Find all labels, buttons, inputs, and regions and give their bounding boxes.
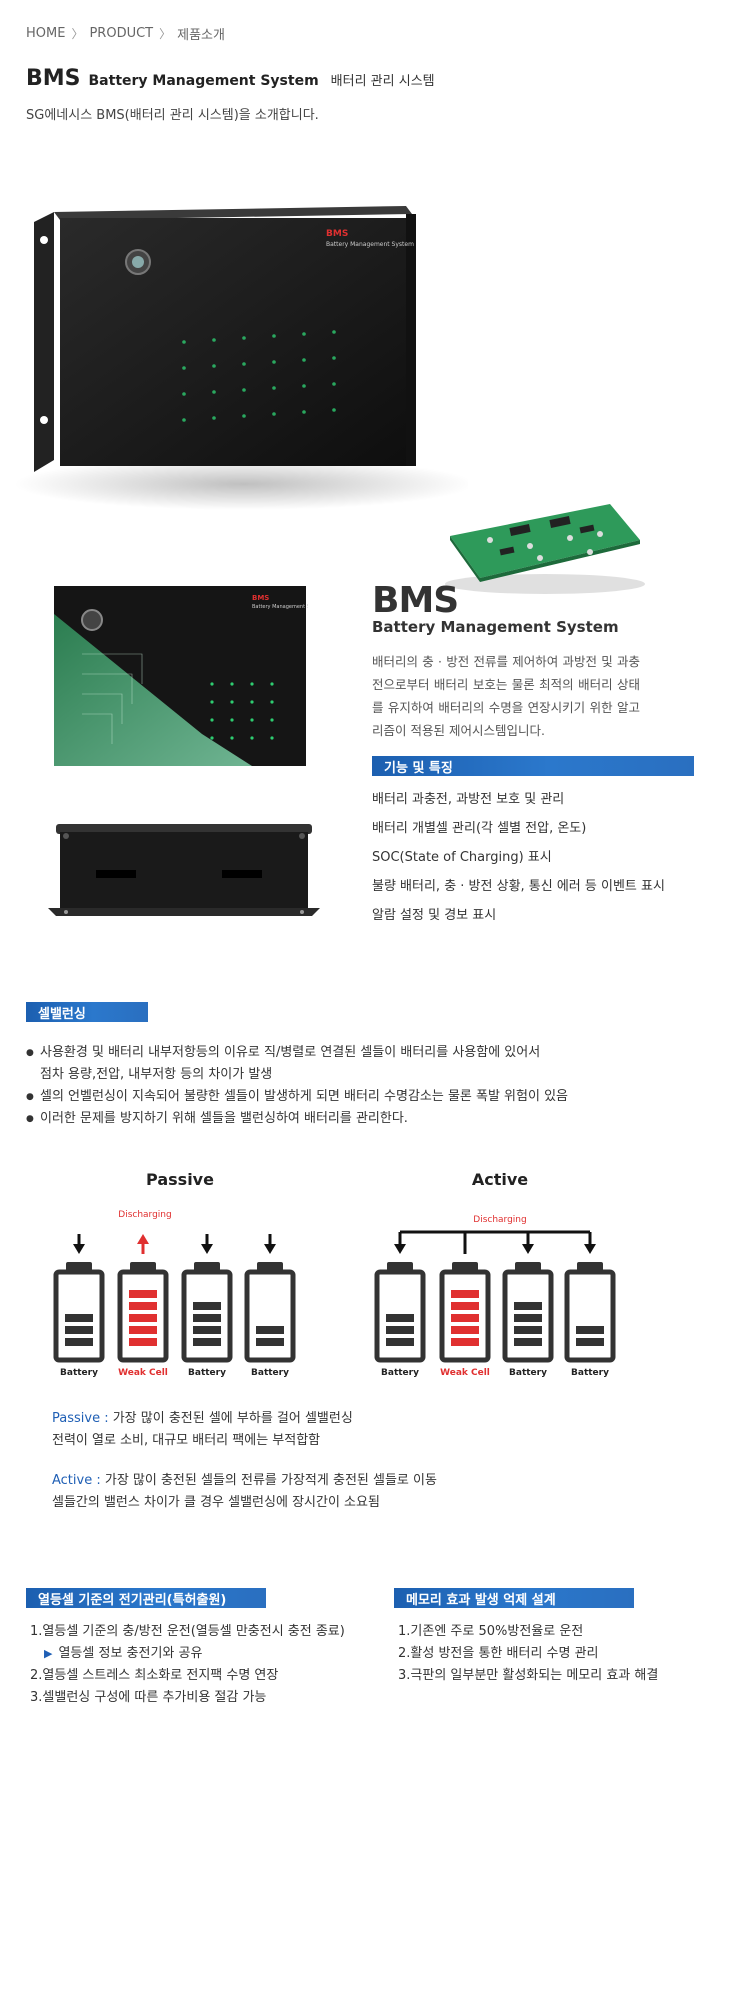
weak-cell-battery-icon bbox=[117, 1262, 169, 1363]
battery-label: Battery bbox=[188, 1368, 226, 1378]
list-item: 2.열등셀 스트레스 최소화로 전지팩 수명 연장 bbox=[30, 1668, 279, 1683]
bms-device-image: BMS Battery Management System bbox=[14, 206, 468, 510]
up-arrow-icon bbox=[137, 1234, 149, 1254]
active-note-line1: 가장 많이 충전된 셀들의 전류를 가장적게 충전된 셀들로 이동 bbox=[100, 1473, 437, 1488]
intro-description: 배터리의 충 · 방전 전류를 제어하여 과방전 및 과충전으로부터 배터리 보… bbox=[372, 654, 640, 738]
intro-subtitle: Battery Management System bbox=[372, 618, 619, 636]
page-title-abbr: BMS bbox=[26, 66, 81, 91]
battery-icon bbox=[502, 1262, 554, 1363]
balancing-notes: Passive : 가장 많이 충전된 셀에 부하를 걸어 셀밸런싱 전력이 열… bbox=[52, 1408, 437, 1514]
passive-title: Passive bbox=[146, 1170, 214, 1189]
balancing-diagram: Passive Active Discharging Discharging B… bbox=[53, 1170, 616, 1378]
list-item: 배터리 개별셀 관리(각 셀별 전압, 온도) bbox=[372, 821, 587, 836]
memory-heading: 메모리 효과 발생 억제 설계 bbox=[394, 1588, 634, 1608]
bullet-item: 셀의 언벨런싱이 지속되어 불량한 셀들이 발생하게 되면 배터리 수명감소는 … bbox=[26, 1086, 568, 1108]
page-title-en: Battery Management System bbox=[88, 73, 319, 89]
passive-note-line1: 가장 많이 충전된 셀에 부하를 걸어 셀밸런싱 bbox=[108, 1411, 353, 1426]
passive-note-line2: 전력이 열로 소비, 대규모 배터리 팩에는 부적합함 bbox=[52, 1433, 321, 1448]
breadcrumb-current: 제품소개 bbox=[177, 28, 225, 43]
thermal-list: 1.열등셀 기준의 충/방전 운전(열등셀 만충전시 충전 종료) ▶ 열등셀 정… bbox=[30, 1621, 345, 1709]
list-subitem-text: 열등셀 정보 충전기와 공유 bbox=[58, 1646, 203, 1661]
down-arrow-icon bbox=[264, 1234, 276, 1254]
down-arrow-icon bbox=[201, 1234, 213, 1254]
weak-cell-label: Weak Cell bbox=[118, 1368, 168, 1378]
bullet-item: 사용환경 및 배터리 내부저항등의 이유로 직/병렬로 연결된 셀들이 배터리를… bbox=[26, 1042, 568, 1064]
features-heading: 기능 및 특징 bbox=[372, 756, 694, 776]
battery-label: Battery bbox=[251, 1368, 289, 1378]
battery-label: Battery bbox=[509, 1368, 547, 1378]
battery-icon bbox=[181, 1262, 233, 1363]
thermal-heading: 열등셀 기준의 전기관리(특허출원) bbox=[26, 1588, 266, 1608]
list-item: 배터리 과충전, 과방전 보호 및 관리 bbox=[372, 792, 565, 807]
active-discharging-label: Discharging bbox=[473, 1215, 526, 1225]
features-list: 배터리 과충전, 과방전 보호 및 관리 배터리 개별셀 관리(각 셀별 전압,… bbox=[372, 788, 665, 933]
passive-discharging-label: Discharging bbox=[118, 1210, 171, 1220]
active-note: Active : 가장 많이 충전된 셀들의 전류를 가장적게 충전된 셀들로 … bbox=[52, 1470, 437, 1492]
page-title-ko: 배터리 관리 시스템 bbox=[330, 74, 435, 89]
device-brand: BMS bbox=[326, 229, 348, 239]
active-keyword: Active : bbox=[52, 1473, 101, 1488]
memory-list: 1.기존엔 주로 50%방전율로 운전 2.활성 방전을 통한 배터리 수명 관… bbox=[398, 1621, 658, 1687]
intro-title: BMS bbox=[372, 580, 459, 621]
page-subtitle: SG에네시스 BMS(배터리 관리 시스템)을 소개합니다. bbox=[26, 108, 319, 123]
list-item: 1.기존엔 주로 50%방전율로 운전 bbox=[398, 1624, 584, 1639]
list-item: 3.셀밸런싱 구성에 따른 추가비용 절감 가능 bbox=[30, 1690, 267, 1705]
breadcrumb: HOME 〉 PRODUCT 〉 제품소개 bbox=[26, 24, 225, 43]
list-item: 불량 배터리, 충 · 방전 상황, 통신 에러 등 이벤트 표시 bbox=[372, 879, 665, 894]
triangle-right-icon: ▶ bbox=[44, 1647, 53, 1660]
active-title: Active bbox=[472, 1170, 528, 1189]
active-note-line2: 셀들간의 밸런스 차이가 클 경우 셀밸런싱에 장시간이 소요됨 bbox=[52, 1495, 380, 1510]
passive-keyword: Passive : bbox=[52, 1411, 109, 1426]
list-item: 알람 설정 및 경보 표시 bbox=[372, 908, 497, 923]
battery-icon bbox=[53, 1262, 105, 1363]
bms-side-device-image bbox=[48, 824, 320, 916]
list-item: SOC(State of Charging) 표시 bbox=[372, 850, 552, 865]
battery-icon bbox=[244, 1262, 296, 1363]
device-brand-sub-2: Battery Management System bbox=[252, 604, 308, 610]
battery-label: Battery bbox=[381, 1368, 419, 1378]
weak-cell-battery-icon bbox=[439, 1262, 491, 1363]
bullet-item-continued: 점차 용량,전압, 내부저항 등의 차이가 발생 bbox=[40, 1067, 273, 1082]
device-brand-sub: Battery Management System bbox=[326, 241, 414, 248]
chevron-right-icon: 〉 bbox=[159, 27, 172, 41]
list-subitem: ▶ 열등셀 정보 충전기와 공유 bbox=[30, 1643, 345, 1665]
bms-open-device-image: BMS Battery Management System bbox=[54, 586, 308, 766]
pcb-board-image bbox=[445, 504, 645, 594]
battery-icon bbox=[564, 1262, 616, 1363]
page-title: BMS Battery Management System 배터리 관리 시스템 bbox=[26, 66, 435, 91]
cell-balancing-heading: 셀밸런싱 bbox=[26, 1002, 148, 1022]
list-item: 1.열등셀 기준의 충/방전 운전(열등셀 만충전시 충전 종료) bbox=[30, 1624, 345, 1639]
list-item: 2.활성 방전을 통한 배터리 수명 관리 bbox=[398, 1646, 599, 1661]
bullet-item: 이러한 문제를 방지하기 위해 셀들을 밸런싱하여 배터리를 관리한다. bbox=[26, 1108, 568, 1130]
battery-icon bbox=[374, 1262, 426, 1363]
cell-balancing-bullets: 사용환경 및 배터리 내부저항등의 이유로 직/병렬로 연결된 셀들이 배터리를… bbox=[26, 1042, 568, 1130]
list-item: 3.극판의 일부분만 활성화되는 메모리 효과 해결 bbox=[398, 1668, 659, 1683]
weak-cell-label: Weak Cell bbox=[440, 1368, 490, 1378]
device-brand-2: BMS bbox=[252, 594, 269, 602]
chevron-right-icon: 〉 bbox=[71, 27, 84, 41]
down-arrow-icon bbox=[73, 1234, 85, 1254]
passive-note: Passive : 가장 많이 충전된 셀에 부하를 걸어 셀밸런싱 bbox=[52, 1408, 437, 1430]
breadcrumb-product[interactable]: PRODUCT bbox=[89, 26, 154, 41]
battery-label: Battery bbox=[60, 1368, 98, 1378]
battery-label: Battery bbox=[571, 1368, 609, 1378]
breadcrumb-home[interactable]: HOME bbox=[26, 26, 66, 41]
active-bus-bracket bbox=[398, 1230, 592, 1254]
